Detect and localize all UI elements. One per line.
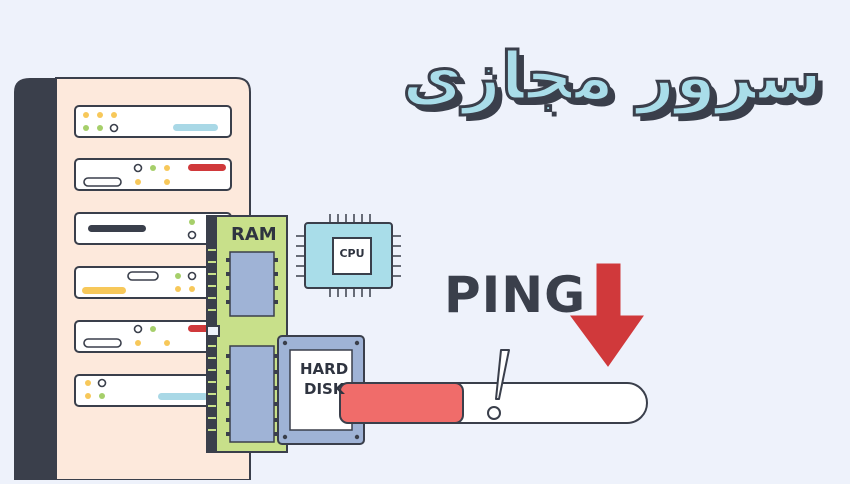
ram-module-icon	[206, 215, 288, 453]
ram-label: RAM	[231, 224, 277, 245]
server-slot	[74, 158, 232, 191]
ping-progress-bar	[339, 382, 648, 424]
ping-progress-fill	[339, 382, 464, 424]
ping-label: PING	[444, 266, 587, 324]
server-slot	[74, 266, 232, 299]
cpu-chip-icon	[296, 214, 401, 297]
page-title: سرور مجازی	[401, 37, 824, 117]
cpu-label: CPU	[339, 247, 365, 260]
server-rack-icon	[14, 77, 251, 481]
down-arrow-icon	[570, 263, 644, 367]
exclamation-icon	[487, 349, 510, 420]
hard-disk-label-line2: DISK	[304, 380, 345, 398]
hard-disk-label-line1: HARD	[300, 360, 349, 378]
server-slot	[74, 105, 232, 138]
